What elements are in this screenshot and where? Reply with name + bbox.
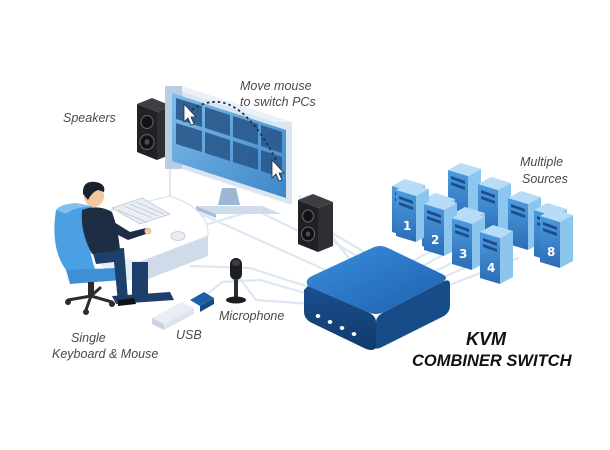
server-8: 8 (540, 209, 573, 268)
server-number: 4 (487, 261, 495, 275)
kvm-switch-icon (304, 246, 450, 350)
multiple-sources-label-line2: Sources (522, 172, 568, 186)
usb-icon (152, 292, 214, 330)
right-speaker-icon (298, 194, 333, 252)
move-mouse-label-line1: Move mouse (240, 79, 312, 93)
cursor-end-icon (271, 158, 285, 182)
microphone-label: Microphone (219, 309, 284, 323)
single-kb-label-line2: Keyboard & Mouse (52, 347, 158, 361)
speakers-label: Speakers (63, 111, 116, 125)
monitor-icon (165, 86, 292, 218)
servers-group: 1 2 3 4 8 (392, 163, 573, 284)
usb-label: USB (176, 328, 202, 342)
server-4: 4 (480, 225, 513, 284)
server-number: 1 (403, 219, 411, 233)
mouse-icon (170, 231, 186, 241)
led-4 (351, 332, 357, 336)
kvm-title-line1: KVM (466, 329, 507, 349)
server-2: 2 (424, 197, 457, 256)
server-number: 8 (547, 245, 555, 259)
server-number: 2 (431, 233, 439, 247)
microphone-icon (226, 258, 246, 304)
led-2 (327, 320, 333, 324)
server-number: 3 (459, 247, 467, 261)
kvm-title-line2: COMBINER SWITCH (412, 352, 573, 370)
led-1 (315, 314, 321, 318)
person-icon (81, 181, 152, 306)
single-kb-label-line1: Single (71, 331, 106, 345)
move-mouse-label-line2: to switch PCs (240, 95, 316, 109)
led-3 (339, 326, 345, 330)
multiple-sources-label-line1: Multiple (520, 155, 563, 169)
keyboard-icon (111, 197, 171, 225)
cursor-start-icon (183, 102, 197, 126)
